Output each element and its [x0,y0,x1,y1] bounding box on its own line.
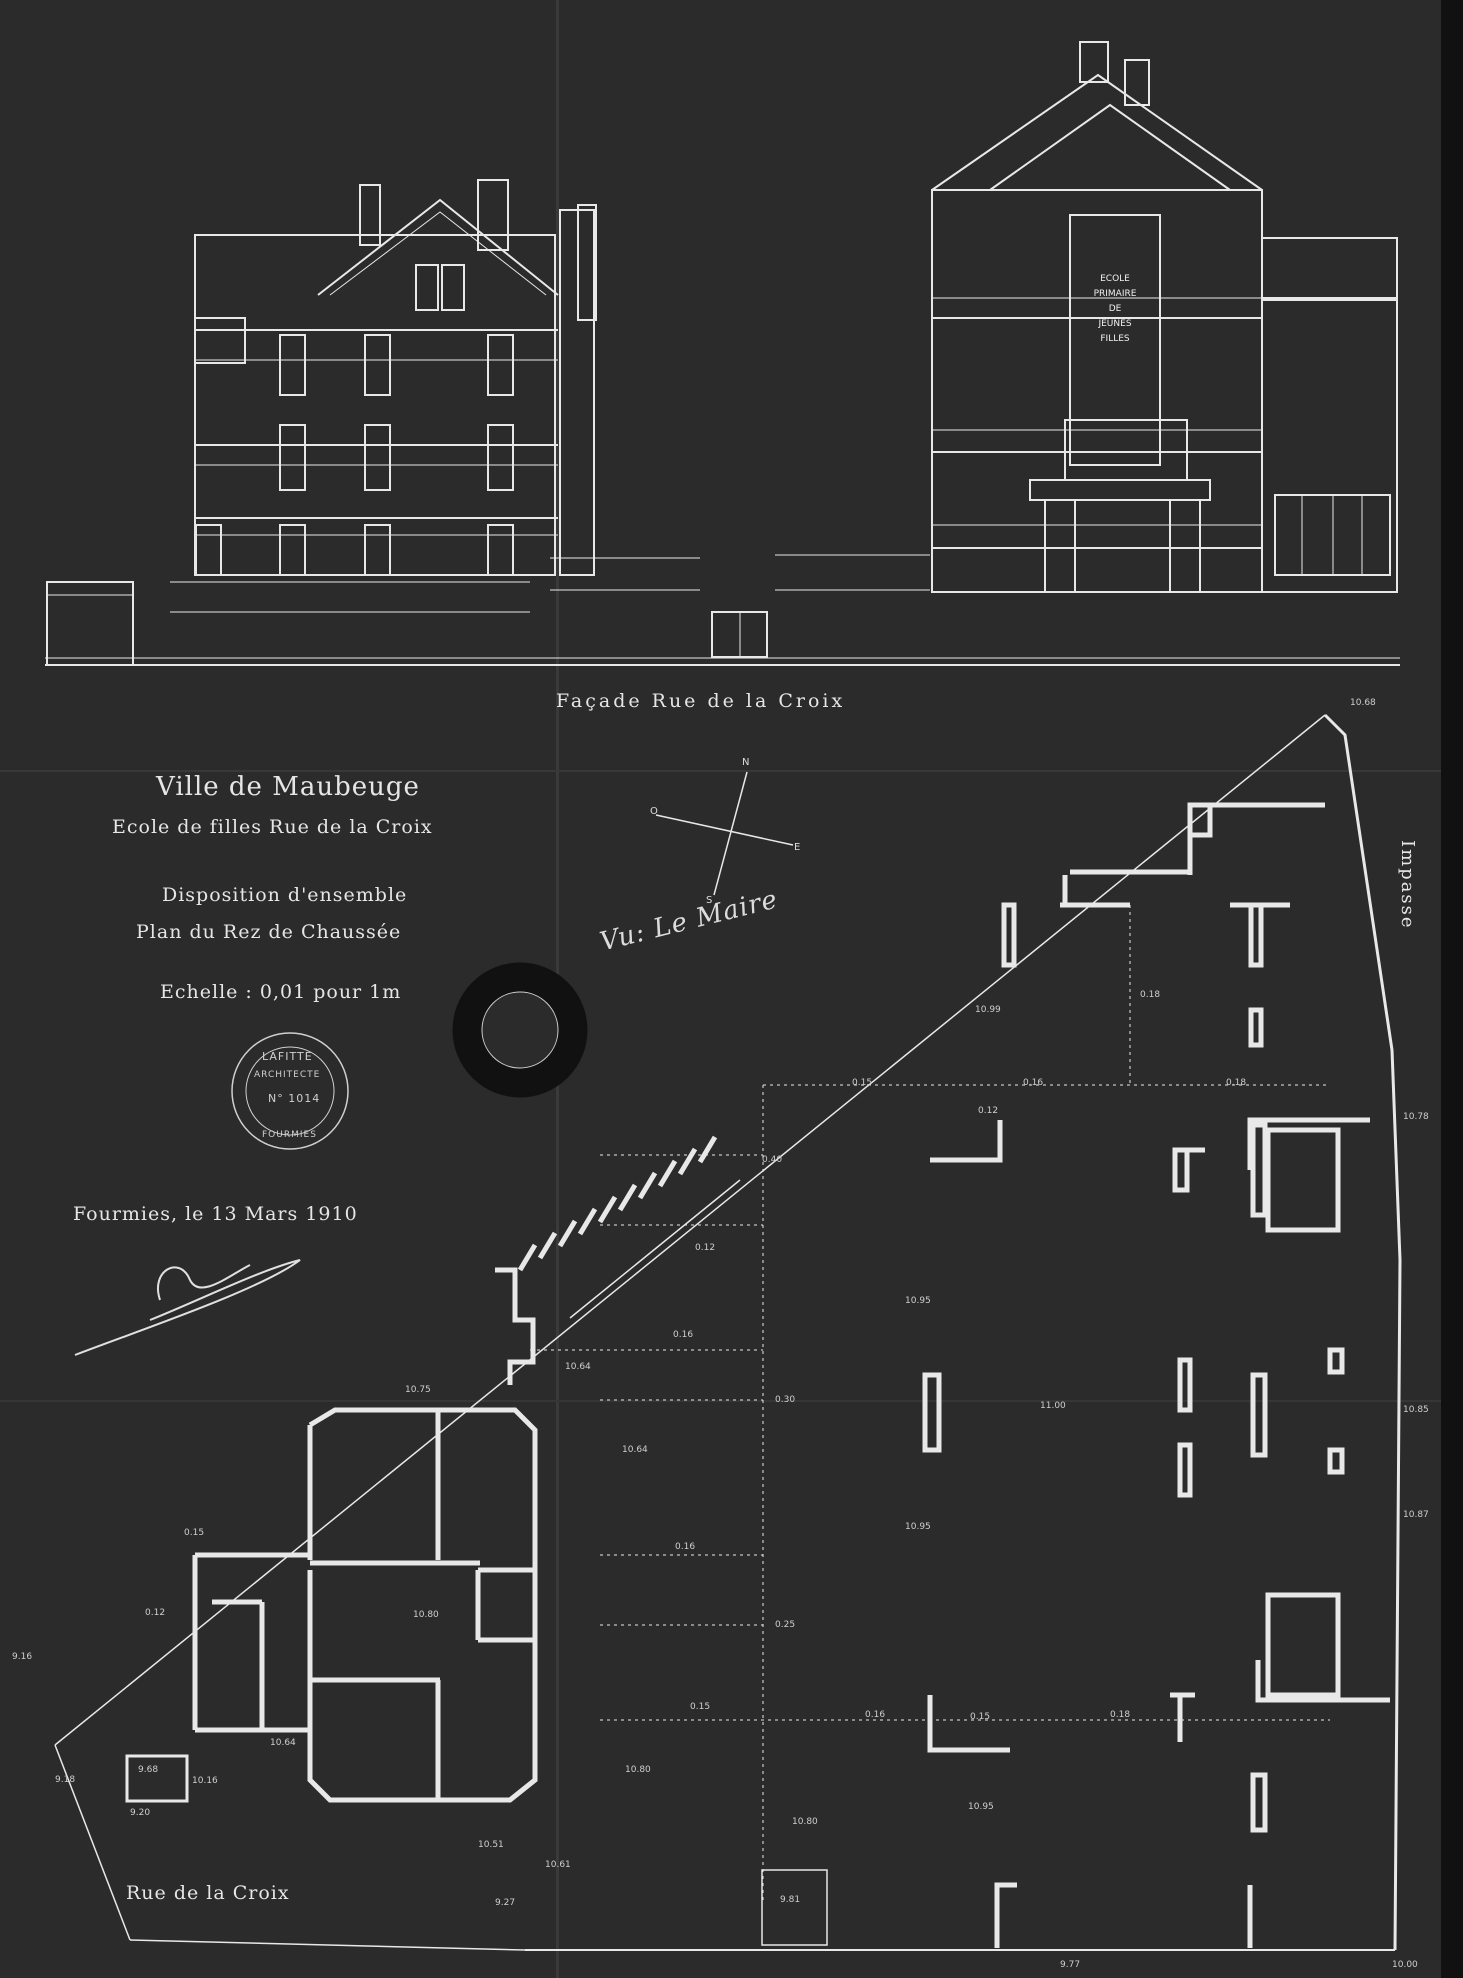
level-mark: 0.15 [970,1712,991,1722]
compass-rose [655,771,794,896]
level-mark: 9.81 [780,1895,801,1905]
level-mark: 10.00 [1392,1960,1418,1970]
scale-label: Echelle : 0,01 pour 1m [160,981,402,1003]
level-mark: 0.15 [184,1528,205,1538]
fold-line-horizontal-lower [0,1400,1463,1402]
level-mark: 10.51 [478,1840,504,1850]
facade-elevation [45,41,1400,666]
level-mark: 10.80 [413,1610,439,1620]
school-elevation [931,41,1398,593]
level-mark: 10.78 [1403,1112,1429,1122]
level-mark: 10.95 [905,1522,931,1532]
level-mark: 10.95 [968,1802,994,1812]
house-plan[interactable] [192,1407,538,1803]
level-mark: 9.20 [130,1808,151,1818]
architect-signature [74,1259,301,1356]
level-mark: 10.80 [792,1817,818,1827]
stamp-name: LAFITTE [262,1050,313,1063]
level-mark: 10.16 [192,1776,218,1786]
level-mark: 10.64 [622,1445,648,1455]
level-mark: 10.87 [1403,1510,1429,1520]
disposition-title: Disposition d'ensemble [162,884,408,906]
architect-stamp [231,1032,349,1150]
level-mark: 0.16 [675,1542,696,1552]
inscription-line: JEUNES [1098,319,1132,329]
level-mark: 0.15 [852,1078,873,1088]
level-mark: 10.99 [975,1005,1001,1015]
inscription-line: ECOLE [1100,274,1130,284]
mayor-seal [452,962,588,1098]
level-mark: 9.16 [12,1652,33,1662]
level-mark: 10.75 [405,1385,431,1395]
inscription-line: PRIMAIRE [1093,289,1137,299]
level-mark: 10.95 [905,1296,931,1306]
fence-left [170,557,700,613]
plan-title: Plan du Rez de Chaussée [136,921,402,943]
level-mark: 0.30 [775,1395,796,1405]
school-inscription: ECOLE PRIMAIRE DE JEUNES FILLES [1082,272,1148,347]
ground-floor-plan [54,713,1402,1951]
level-mark: 0.12 [695,1243,716,1253]
level-mark: 9.27 [495,1898,516,1908]
level-mark: 10.80 [625,1765,651,1775]
city-title: Ville de Maubeuge [156,772,420,802]
compass-east: E [794,842,801,853]
level-mark: 10.85 [1403,1405,1429,1415]
level-mark: 0.18 [1140,990,1161,1000]
compass-west: O [650,806,658,817]
compass-south: S [706,895,713,906]
street-label-bottom: Rue de la Croix [126,1882,290,1904]
fold-line-horizontal [0,770,1463,772]
level-mark: 9.18 [55,1775,76,1785]
inscription-line: DE [1108,304,1122,314]
stamp-number: N° 1014 [268,1092,321,1105]
level-mark: 10.68 [1350,698,1376,708]
date-line: Fourmies, le 13 Mars 1910 [73,1203,358,1225]
street-label-right: Impasse [1397,840,1418,930]
level-mark: 0.12 [978,1106,999,1116]
stamp-role: ARCHITECTE [254,1070,321,1080]
school-plan[interactable] [495,802,1390,1948]
facade-title: Façade Rue de la Croix [556,690,846,712]
compass-north: N [742,757,750,768]
level-mark: 0.25 [775,1620,796,1630]
level-mark: 0.16 [1023,1078,1044,1088]
level-mark: 0.15 [690,1702,711,1712]
level-mark: 0.18 [1110,1710,1131,1720]
stamp-town: FOURMIES [262,1130,317,1140]
level-mark: 0.40 [762,1155,783,1165]
level-mark: 10.61 [545,1860,571,1870]
level-mark: 11.00 [1040,1401,1066,1411]
level-mark: 10.64 [565,1362,591,1372]
level-mark: 0.16 [865,1710,886,1720]
level-mark: 0.18 [1226,1078,1247,1088]
level-mark: 9.68 [138,1765,159,1775]
school-title: Ecole de filles Rue de la Croix [112,816,433,838]
level-mark: 0.16 [673,1330,694,1340]
level-mark: 10.64 [270,1738,296,1748]
level-mark: 0.12 [145,1608,166,1618]
inscription-line: FILLES [1100,334,1130,344]
house-elevation [194,179,597,576]
sheet-edge [1441,0,1463,1978]
level-mark: 9.77 [1060,1960,1081,1970]
